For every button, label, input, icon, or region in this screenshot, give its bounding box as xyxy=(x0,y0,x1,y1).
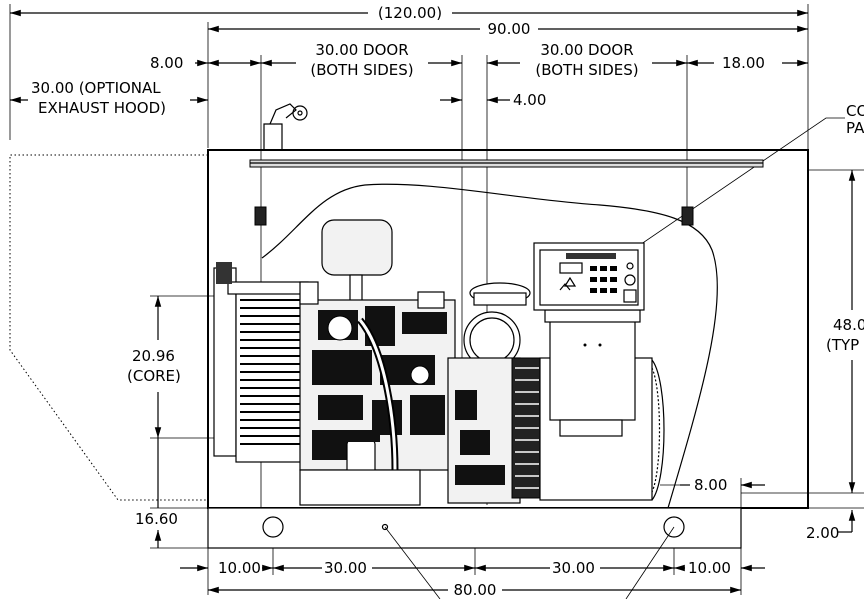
dim-inner-offset-label: 8.00 xyxy=(694,476,727,494)
dim-exhaust-hood: 30.00 (OPTIONAL EXHAUST HOOD) xyxy=(9,79,208,117)
control-panel-line2: PA xyxy=(846,119,864,137)
dim-right-margin-label: 18.00 xyxy=(722,54,765,72)
dim-bottom-row: 10.00 30.00 30.00 10.00 80.00 xyxy=(180,559,765,599)
dim-door-left-line2: (BOTH SIDES) xyxy=(310,61,413,79)
dim-bottom-mid-right-label: 30.00 xyxy=(552,559,595,577)
dim-overall-with-hood: (120.00) xyxy=(9,4,809,150)
dim-overall-label: 90.00 xyxy=(488,20,531,38)
dim-left-margin-label: 8.00 xyxy=(150,54,183,72)
dim-bottom-mid-left-label: 30.00 xyxy=(324,559,367,577)
dim-door-right-line2: (BOTH SIDES) xyxy=(535,61,638,79)
base-skid xyxy=(207,507,742,599)
dim-base-offset-label: 2.00 xyxy=(806,524,839,542)
dim-core-value: 20.96 xyxy=(132,347,175,365)
dim-core-label: (CORE) xyxy=(127,367,181,385)
dim-base-length-label: 80.00 xyxy=(454,581,497,599)
control-panel-callout: CO PA xyxy=(605,102,864,269)
engine-assembly xyxy=(213,219,456,506)
dim-overall-with-hood-label: (120.00) xyxy=(378,4,442,22)
dim-hood-line1: 30.00 (OPTIONAL xyxy=(31,79,161,97)
control-panel xyxy=(533,242,645,311)
dim-hood-line2: EXHAUST HOOD) xyxy=(38,99,166,117)
dim-overall: 90.00 xyxy=(207,20,808,148)
dim-height-label: (TYP xyxy=(826,336,859,354)
dim-height: 48.0 (TYP xyxy=(741,169,864,494)
dim-door-left-line1: 30.00 DOOR xyxy=(315,41,408,59)
dim-bottom-right-label: 10.00 xyxy=(688,559,731,577)
dim-door-gap: 4.00 xyxy=(440,91,546,109)
exhaust-hood-outline xyxy=(9,154,208,501)
dim-door-right-line1: 30.00 DOOR xyxy=(540,41,633,59)
dim-inner-offset: 8.00 xyxy=(660,476,765,508)
dim-bottom-left-label: 10.00 xyxy=(218,559,261,577)
dim-base-height-label: 16.60 xyxy=(135,510,178,528)
dim-core: 20.96 (CORE) xyxy=(127,295,214,439)
dim-door-gap-label: 4.00 xyxy=(513,91,546,109)
exhaust-outlet xyxy=(263,103,308,150)
alternator-assembly xyxy=(447,282,665,504)
control-panel-line1: CO xyxy=(846,102,864,120)
dim-base-offset: 2.00 xyxy=(741,507,864,542)
dim-door-row: 8.00 30.00 DOOR (BOTH SIDES) 30.00 DOOR … xyxy=(150,41,808,508)
dim-height-value: 48.0 xyxy=(833,316,864,334)
dim-base-height: 16.60 xyxy=(135,438,208,549)
